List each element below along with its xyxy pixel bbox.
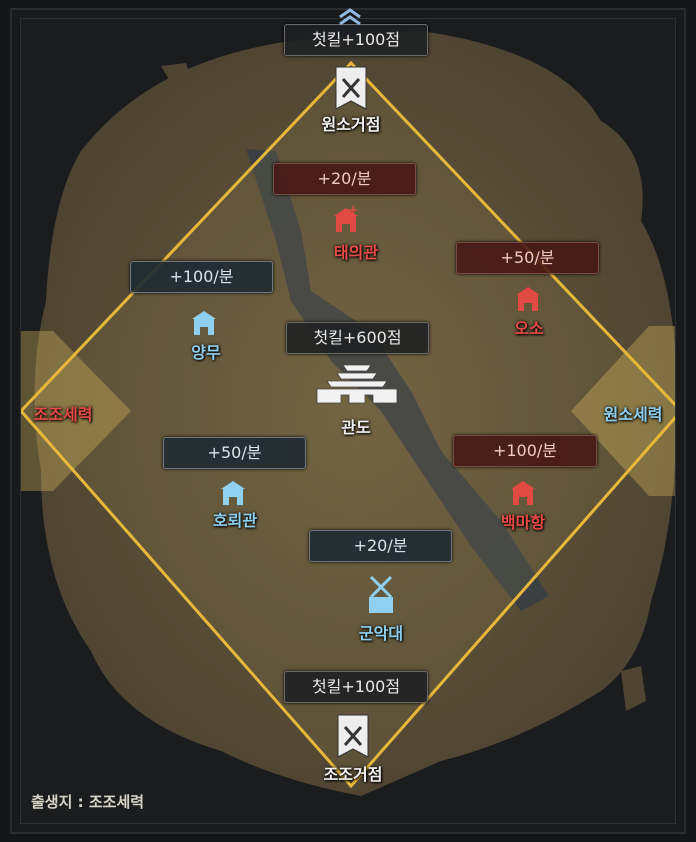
- faction-jojo-label: 조조세력: [33, 405, 93, 424]
- chevron-up-icon[interactable]: [337, 8, 363, 26]
- right-spawn-zone: [571, 326, 675, 496]
- spawn-location-text: 출생지 : 조조세력: [31, 793, 145, 811]
- island: [34, 31, 675, 796]
- island-small-right: [621, 666, 646, 711]
- red-gate-icon[interactable]: [508, 479, 538, 507]
- yangmu-rate-banner: +100/분: [130, 261, 273, 293]
- palace-icon[interactable]: [313, 361, 401, 405]
- crossed-swords-banner-icon[interactable]: [335, 713, 371, 759]
- taeuigwan-rate-banner: +20/분: [273, 163, 416, 195]
- first-kill-center-banner: 첫킬+600점: [286, 322, 429, 354]
- oso-rate-banner: +50/분: [456, 242, 599, 274]
- baekmahang-rate-banner: +100/분: [453, 435, 597, 467]
- river: [246, 149, 549, 611]
- place-jojo-base: 조조거점: [323, 765, 383, 784]
- red-gate-icon[interactable]: [331, 204, 361, 234]
- gunakdae-rate-banner: +20/분: [309, 530, 452, 562]
- blue-gate-icon[interactable]: [189, 309, 219, 337]
- place-wonso-base: 원소거점: [321, 115, 381, 134]
- island-small-left: [161, 63, 191, 83]
- place-oso: 오소: [514, 319, 544, 338]
- place-baekmahang: 백마항: [500, 513, 546, 532]
- faction-wonso-label: 원소세력: [603, 405, 663, 424]
- crossed-swords-banner-icon[interactable]: [333, 65, 369, 111]
- battle-map: 첫킬+100점 원소거점 +20/분 태의관 +50/분 오소 +100/분 양…: [20, 18, 676, 824]
- place-gwando: 관도: [341, 418, 371, 437]
- place-gunakdae: 군악대: [358, 624, 404, 643]
- horoegwan-rate-banner: +50/분: [163, 437, 306, 469]
- red-gate-icon[interactable]: [513, 285, 543, 313]
- place-yangmu: 양무: [191, 343, 221, 362]
- first-kill-bottom-banner: 첫킬+100점: [284, 671, 428, 703]
- blue-drum-tower-icon[interactable]: [366, 575, 396, 615]
- blue-gate-icon[interactable]: [218, 479, 248, 507]
- first-kill-top-banner: 첫킬+100점: [284, 24, 428, 56]
- left-spawn-zone: [21, 331, 131, 491]
- place-taeuigwan: 태의관: [333, 243, 379, 262]
- place-horoegwan: 호뢰관: [212, 511, 258, 530]
